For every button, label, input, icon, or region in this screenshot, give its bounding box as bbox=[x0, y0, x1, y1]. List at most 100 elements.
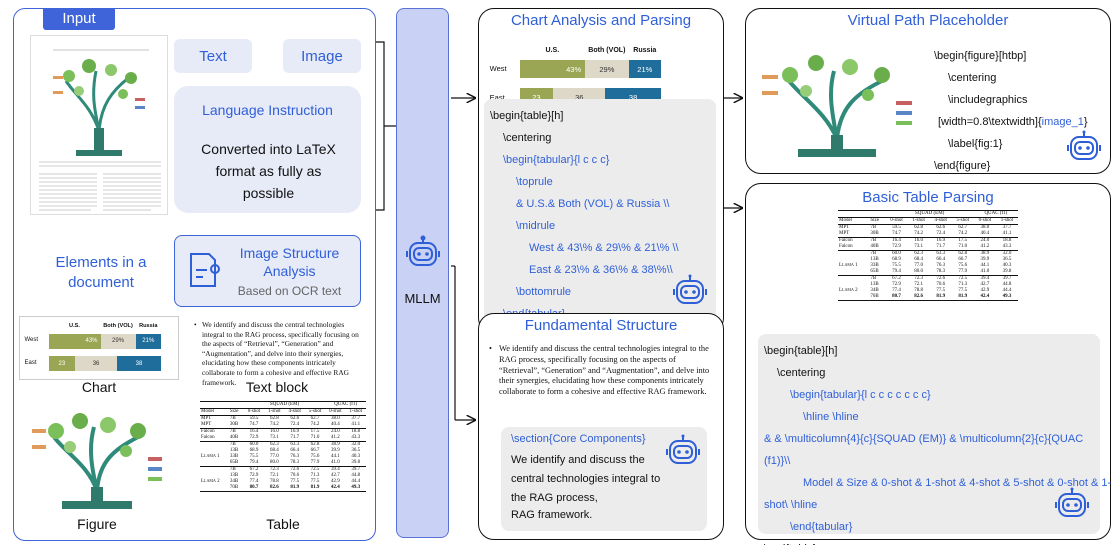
table-cell: 62.8 bbox=[264, 415, 285, 422]
table-header: Model bbox=[200, 408, 229, 416]
table-cell: 75.6 bbox=[958, 263, 968, 268]
latex-line: & & \multicolumn{4}{c}{SQUAD (EM)} & \mu… bbox=[764, 433, 1084, 445]
table-cell bbox=[838, 275, 870, 282]
label-chart: Chart bbox=[81, 379, 117, 395]
table-cell: 80.0 bbox=[914, 269, 923, 274]
data-label: 36 bbox=[575, 92, 584, 102]
table-cell: Llama 2 bbox=[839, 288, 858, 293]
table-cell: 62.3 bbox=[264, 441, 285, 448]
table-group-header: QUAC (f1) bbox=[973, 210, 1018, 218]
table-cell: 17.5 bbox=[951, 237, 974, 244]
data-label: 38 bbox=[135, 360, 143, 367]
latex-line: \includegraphics bbox=[948, 94, 1028, 106]
legend-label: Russia bbox=[139, 323, 158, 329]
table-cell: 7B bbox=[869, 275, 886, 282]
text-chip: Text bbox=[174, 39, 252, 73]
table-cell: 71.0 bbox=[958, 244, 968, 249]
latex-line: \end{tabular} bbox=[790, 521, 853, 533]
table-cell: 66.4 bbox=[290, 448, 300, 453]
table-cell: 73.1 bbox=[269, 435, 279, 440]
input-panel: Input bbox=[13, 8, 376, 541]
table-cell: 41.0 bbox=[980, 269, 990, 274]
bar-segment: 23 bbox=[48, 356, 76, 371]
data-label: 38 bbox=[628, 92, 638, 102]
arrows-mllm-out bbox=[451, 0, 479, 545]
table-cell: 81.9 bbox=[958, 294, 968, 299]
table-cell bbox=[200, 485, 229, 492]
latex-line: \begin{tabular}{l c c c} bbox=[503, 154, 610, 166]
table-header: 0-shot bbox=[885, 217, 908, 225]
table-cell: 17.5 bbox=[304, 428, 326, 435]
table-cell: 40B bbox=[870, 244, 879, 249]
table-cell: 75.5 bbox=[249, 454, 259, 459]
table-cell: 71.7 bbox=[936, 244, 946, 249]
latex-line: West & 43\% & 29\% & 21\% \\ bbox=[529, 242, 679, 254]
table-cell: 72.6 bbox=[284, 466, 305, 473]
table-cell: 34B bbox=[229, 479, 239, 484]
table-cell: 76.3 bbox=[936, 263, 946, 268]
table-cell: 81.9 bbox=[290, 485, 300, 490]
table-cell: 13B bbox=[870, 257, 879, 262]
latex-line: \end{figure} bbox=[934, 160, 991, 172]
table-cell: 60.0 bbox=[885, 250, 908, 257]
table-cell: 62.3 bbox=[907, 250, 930, 257]
virtual-path-panel: Virtual Path Placeholder \begin{figure}[… bbox=[745, 8, 1111, 174]
mllm-label: MLLM bbox=[404, 291, 441, 306]
table-cell: 34B bbox=[870, 288, 879, 293]
table-cell: 7B bbox=[869, 250, 886, 257]
table-cell: 39.9 bbox=[331, 448, 340, 453]
table-cell: 79.4 bbox=[892, 269, 901, 274]
table-cell: 39.7 bbox=[345, 466, 366, 473]
table-cell: 16.0 bbox=[907, 237, 930, 244]
table-cell: 40B bbox=[229, 435, 239, 440]
language-instruction-body: Converted into LaTeX format as fully as … bbox=[201, 141, 336, 201]
table-cell: 68.4 bbox=[914, 257, 923, 262]
legend-label: U.S. bbox=[69, 323, 80, 329]
table-cell: 63.3 bbox=[284, 441, 305, 448]
bar-segment: 36 bbox=[75, 356, 117, 371]
legend-label: Both (VOL) bbox=[588, 46, 626, 54]
table-cell: 77.5 bbox=[936, 288, 946, 293]
table-cell: 66.7 bbox=[310, 448, 320, 453]
table-cell: 49.3 bbox=[351, 485, 361, 490]
table-cell: 43.3 bbox=[351, 435, 361, 440]
table-cell: 39.4 bbox=[973, 275, 996, 282]
table-cell: 77.4 bbox=[249, 479, 259, 484]
latex-line: Model & Size & 0-shot & 1-shot & 4-shot … bbox=[803, 477, 1112, 489]
chart-analysis-panel: Chart Analysis and Parsing U.S.Both (VOL… bbox=[478, 8, 724, 342]
virtual-figure bbox=[754, 41, 920, 165]
mllm-block: MLLM bbox=[396, 8, 449, 538]
table-cell: 62.8 bbox=[304, 441, 326, 448]
table-cell: 74.2 bbox=[310, 422, 320, 427]
table-cell: 42.4 bbox=[980, 294, 990, 299]
latex-line: \end{table} bbox=[764, 538, 1100, 545]
table-cell: 62.7 bbox=[951, 224, 974, 231]
table-header: 5-shot bbox=[951, 217, 974, 225]
table-cell: 80.7 bbox=[892, 294, 901, 299]
table-cell: 68.4 bbox=[269, 448, 279, 453]
fundamental-latex-box: \section{Core Components} We identify an… bbox=[501, 427, 707, 531]
tree-illustration-small bbox=[53, 59, 145, 156]
table-group-header: SQUAD (EM) bbox=[243, 401, 326, 409]
table-header: Size bbox=[228, 408, 244, 416]
table-cell: 7B bbox=[869, 237, 886, 244]
table-cell: 39.9 bbox=[980, 257, 990, 262]
chart-panel-title: Chart Analysis and Parsing bbox=[510, 12, 692, 29]
table-cell: 70.6 bbox=[290, 473, 300, 478]
table-header: 1-shot bbox=[995, 217, 1018, 225]
table-cell: 16.9 bbox=[284, 428, 305, 435]
bar-segment: 29% bbox=[584, 59, 629, 79]
table-cell: MPT bbox=[200, 415, 229, 422]
label-text-block: Text block bbox=[245, 379, 309, 395]
table-header: Model bbox=[838, 217, 870, 225]
table-cell: 24.0 bbox=[973, 237, 996, 244]
